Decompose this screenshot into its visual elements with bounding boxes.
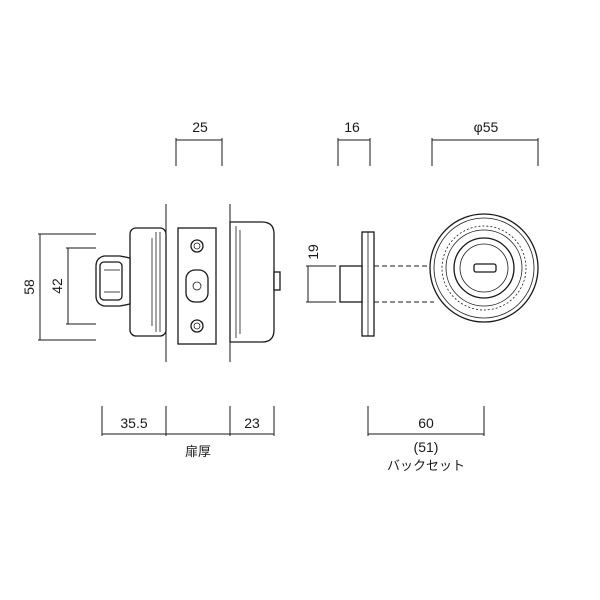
latch-bolt-opening (185, 269, 209, 303)
rose-ornament-ring (441, 225, 527, 311)
dim-inside-depth: 35.5 (120, 415, 147, 431)
thumb-turn-grip (99, 261, 123, 301)
cylinder-tip (273, 271, 281, 291)
dim-knob-height: 42 (49, 278, 65, 294)
plate-screw-bottom (190, 319, 204, 333)
front-view: 25 58 42 35.5 23 扉厚 (21, 119, 281, 460)
keyway (473, 263, 497, 273)
face-view: φ55 (429, 119, 539, 323)
dim-strike-width: 25 (192, 119, 208, 135)
dim-plate-height: 19 (305, 244, 321, 260)
inside-rose (129, 227, 167, 337)
dim-face-diameter: φ55 (474, 119, 499, 135)
dim-side-width: 16 (344, 119, 360, 135)
dim-total-height: 58 (21, 279, 37, 295)
dim-outside-depth: 23 (244, 415, 260, 431)
side-view: 16 19 60 (51) バックセット (305, 119, 485, 474)
backset-label: バックセット (387, 459, 465, 474)
dim-latch-length: 60 (418, 415, 434, 431)
plate-screw-top (190, 239, 204, 253)
door-thickness-label: 扉厚 (185, 444, 211, 460)
outside-rose (229, 221, 275, 343)
side-bolt (339, 265, 363, 303)
dim-backset: (51) (414, 439, 439, 455)
